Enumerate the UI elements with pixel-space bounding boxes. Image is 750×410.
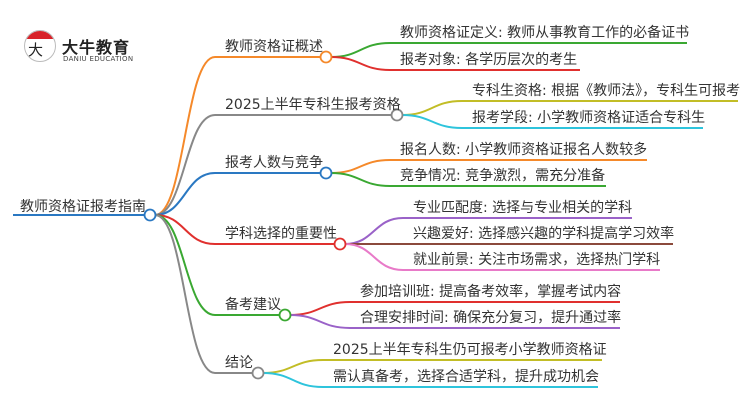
leaf-connector: [330, 56, 580, 71]
leaf-node-label[interactable]: 就业前景: 关注市场需求，选择热门学科: [413, 252, 661, 268]
branch-connector: [154, 214, 280, 316]
branch-connector: [154, 172, 321, 216]
root-node-label[interactable]: 教师资格证报考指南: [20, 199, 146, 215]
logo-mark-text: 大牛: [28, 41, 44, 59]
branch-collapse-toggle[interactable]: [333, 237, 347, 251]
branch-connector: [154, 214, 253, 374]
leaf-node-label[interactable]: 2025上半年专科生仍可报考小学教师资格证: [333, 342, 607, 358]
branch-collapse-toggle[interactable]: [278, 308, 292, 322]
leaf-node-label[interactable]: 报考对象: 各学历层次的考生: [400, 52, 578, 68]
leaf-connector: [401, 114, 703, 129]
leaf-connector: [262, 372, 598, 388]
leaf-connector: [344, 217, 632, 245]
logo-subtitle: DANIU EDUCATION: [63, 55, 134, 63]
leaf-node-label[interactable]: 需认真备考，选择合适学科，提升成功机会: [333, 369, 599, 385]
branch-collapse-toggle[interactable]: [319, 166, 333, 180]
branch-node-label[interactable]: 备考建议: [225, 297, 281, 313]
branch-node-label[interactable]: 学科选择的重要性: [225, 226, 337, 242]
branch-collapse-toggle[interactable]: [319, 50, 333, 64]
logo: 大牛 大牛教育 DANIU EDUCATION: [22, 28, 142, 70]
branch-collapse-toggle[interactable]: [251, 366, 265, 380]
leaf-node-label[interactable]: 报考学段: 小学教师资格证适合专科生: [472, 110, 706, 126]
leaf-node-label[interactable]: 专科生资格: 根据《教师法》，专科生可报考: [472, 83, 741, 99]
branch-connector: [154, 214, 335, 245]
leaf-node-label[interactable]: 报名人数: 小学教师资格证报名人数较多: [400, 142, 648, 158]
branch-node-label[interactable]: 结论: [225, 355, 253, 371]
leaf-node-label[interactable]: 专业匹配度: 选择与专业相关的学科: [413, 200, 633, 216]
leaf-node-label[interactable]: 参加培训班: 提高备考效率，掌握考试内容: [360, 284, 622, 300]
leaf-connector: [289, 314, 620, 329]
root-collapse-toggle[interactable]: [143, 208, 157, 222]
branch-connector: [154, 56, 321, 216]
logo-mark: 大牛: [24, 30, 56, 62]
branch-connector: [154, 114, 392, 216]
leaf-node-label[interactable]: 兴趣爱好: 选择感兴趣的学科提高学习效率: [413, 226, 675, 242]
leaf-node-label[interactable]: 教师资格证定义: 教师从事教育工作的必备证书: [400, 25, 690, 41]
leaf-node-label[interactable]: 竞争情况: 竞争激烈，需充分准备: [400, 168, 606, 184]
leaf-connector: [344, 243, 660, 271]
branch-node-label[interactable]: 报考人数与竞争: [225, 155, 323, 171]
branch-node-label[interactable]: 2025上半年专科生报考资格: [225, 97, 401, 113]
logo-name: 大牛教育: [62, 38, 131, 57]
leaf-connector: [330, 172, 606, 187]
branch-node-label[interactable]: 教师资格证概述: [225, 39, 323, 55]
leaf-node-label[interactable]: 合理安排时间: 确保充分复习，提升通过率: [360, 310, 622, 326]
branch-collapse-toggle[interactable]: [390, 108, 404, 122]
